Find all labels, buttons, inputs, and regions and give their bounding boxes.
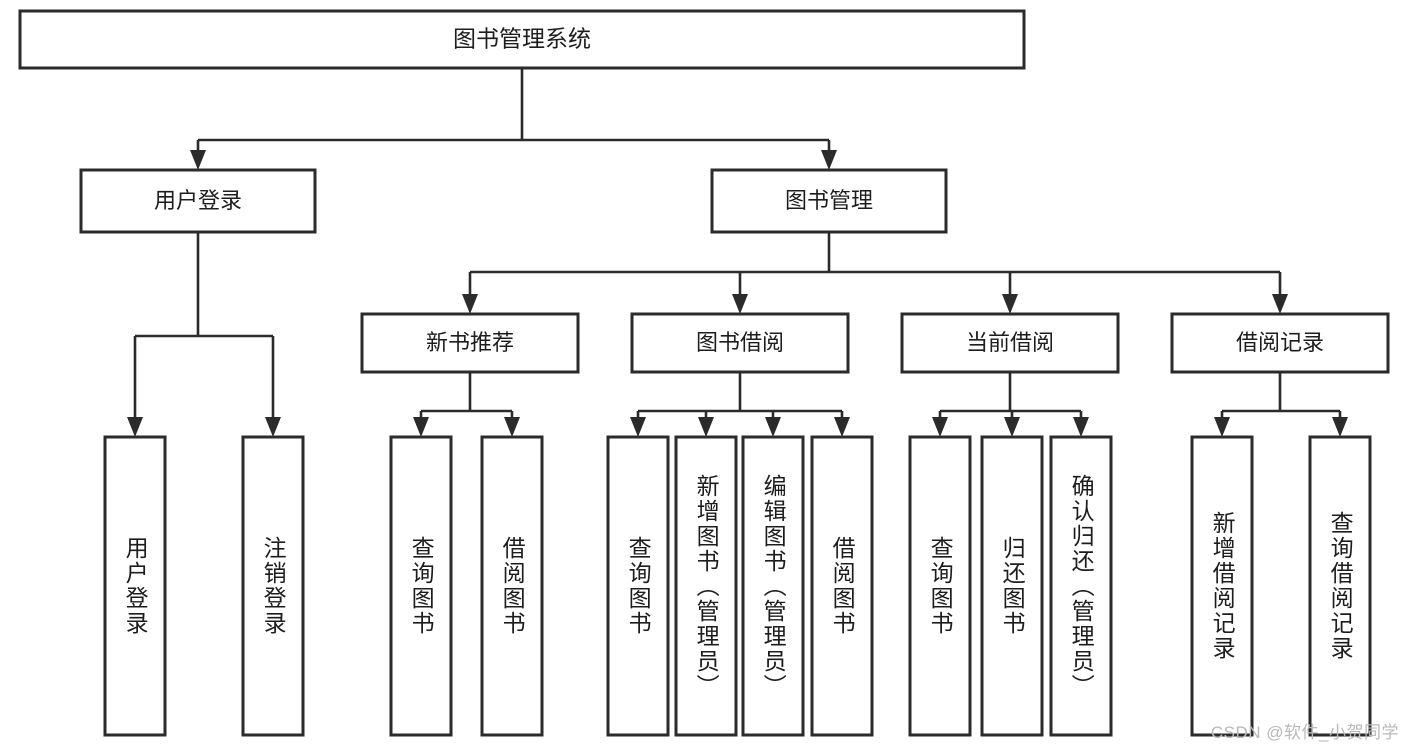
arrow-head [190, 150, 206, 170]
leaf-box[interactable] [606, 435, 670, 737]
leaf-box[interactable] [741, 435, 805, 737]
leaf-box[interactable] [241, 435, 305, 737]
level3-0-box[interactable] [360, 312, 580, 374]
level3-3-box[interactable] [1170, 312, 1390, 374]
arrow-head [765, 417, 781, 437]
level2-1-label: 图书管理 [785, 188, 873, 213]
arrow-head [1002, 294, 1018, 314]
level3-1-box[interactable] [630, 312, 850, 374]
leaf-box[interactable] [1190, 435, 1254, 737]
level3-3-label: 借阅记录 [1236, 330, 1324, 355]
leaf-box[interactable] [480, 435, 544, 737]
arrow-head [630, 417, 646, 437]
leaf-box[interactable] [103, 435, 167, 737]
arrow-head [1272, 294, 1288, 314]
arrow-head [732, 294, 748, 314]
leaf-box[interactable] [1049, 435, 1113, 737]
level3-1-label: 图书借阅 [696, 330, 784, 355]
arrow-head [462, 294, 478, 314]
leaf-box[interactable] [1308, 435, 1372, 737]
arrow-head [413, 417, 429, 437]
arrow-head [1004, 417, 1020, 437]
arrow-head [821, 150, 837, 170]
root--box[interactable] [18, 9, 1026, 70]
arrow-head [698, 417, 714, 437]
level2-0-label: 用户登录 [154, 188, 242, 213]
leaf-box[interactable] [980, 435, 1044, 737]
leaf-box[interactable] [389, 435, 453, 737]
leaf-box[interactable] [674, 435, 738, 737]
level2-1-box[interactable] [710, 168, 948, 234]
arrow-head [127, 417, 143, 437]
arrow-head [1214, 417, 1230, 437]
watermark: CSDN @软件_小贺同学 [1210, 723, 1399, 742]
root--label: 图书管理系统 [453, 26, 591, 52]
arrow-head [1073, 417, 1089, 437]
arrow-head [834, 417, 850, 437]
arrow-head [932, 417, 948, 437]
level3-0-label: 新书推荐 [426, 330, 514, 355]
arrow-head [1332, 417, 1348, 437]
level3-2-label: 当前借阅 [966, 330, 1054, 355]
connector-layer [127, 68, 1348, 437]
leaf-box[interactable] [810, 435, 874, 737]
level3-2-box[interactable] [900, 312, 1120, 374]
arrow-head [504, 417, 520, 437]
level2-0-box[interactable] [79, 168, 317, 234]
arrow-head [265, 417, 281, 437]
leaf-box[interactable] [908, 435, 972, 737]
